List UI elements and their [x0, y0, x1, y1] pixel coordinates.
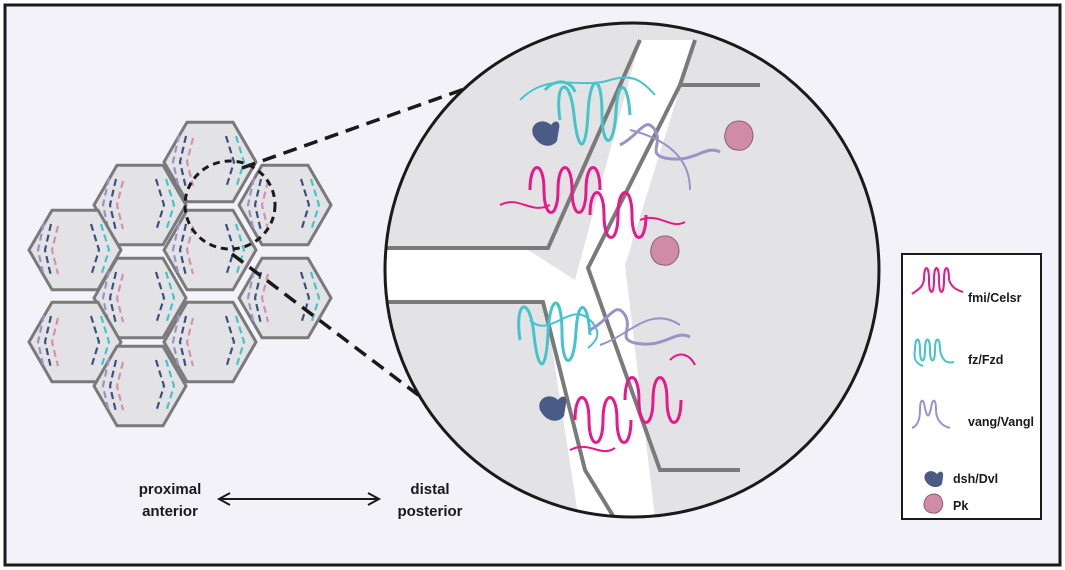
- axis-anterior-label: anterior: [142, 503, 198, 520]
- fmi-protein-top: [499, 166, 686, 239]
- arrow-left-head: [216, 492, 231, 506]
- vang-protein-top: [619, 123, 721, 191]
- fz-protein-top: [519, 76, 656, 146]
- pk-protein-top: [724, 120, 754, 151]
- pk-protein-bottom: [650, 235, 680, 266]
- hex-cell: [237, 163, 333, 247]
- axis-distal-label: distal: [410, 481, 449, 498]
- axis-posterior-label: posterior: [397, 503, 462, 520]
- arrow-right-head: [367, 492, 382, 506]
- hex-cell: [162, 300, 258, 384]
- legend-label-vang: vang/Vangl: [968, 415, 1034, 429]
- fmi-celsr-icon: [911, 267, 964, 295]
- hexagonal-cell-tissue: [27, 120, 333, 428]
- polarity-axis: proximal anterior distal posterior: [139, 481, 463, 520]
- dsh-protein-top: [532, 121, 560, 146]
- hex-cell: [162, 208, 258, 292]
- fz-fzd-icon: [913, 338, 955, 367]
- legend: fmi/Celsr fz/Fzd vang/Vangl dsh/Dvl Pk: [901, 253, 1042, 520]
- legend-label-fmi: fmi/Celsr: [968, 291, 1022, 305]
- axis-proximal-label: proximal: [139, 481, 202, 498]
- hex-cell: [237, 256, 333, 340]
- hex-cell: [92, 163, 188, 247]
- dsh-dvl-icon: [924, 471, 944, 488]
- vang-protein-bottom: [589, 308, 691, 346]
- legend-label-dsh: dsh/Dvl: [953, 472, 998, 486]
- zoom-circle: [383, 21, 881, 519]
- legend-label-pk: Pk: [953, 499, 968, 513]
- pk-icon: [923, 493, 944, 514]
- legend-label-fz: fz/Fzd: [968, 353, 1003, 367]
- vang-vangl-icon: [911, 399, 951, 429]
- fmi-protein-bottom: [569, 353, 696, 453]
- fz-protein-bottom: [517, 301, 599, 366]
- dsh-protein-bottom: [539, 396, 567, 421]
- hex-cell: [92, 256, 188, 340]
- hex-cell: [92, 344, 188, 428]
- zoom-region-outline: [183, 159, 277, 251]
- hex-cell: [162, 120, 258, 204]
